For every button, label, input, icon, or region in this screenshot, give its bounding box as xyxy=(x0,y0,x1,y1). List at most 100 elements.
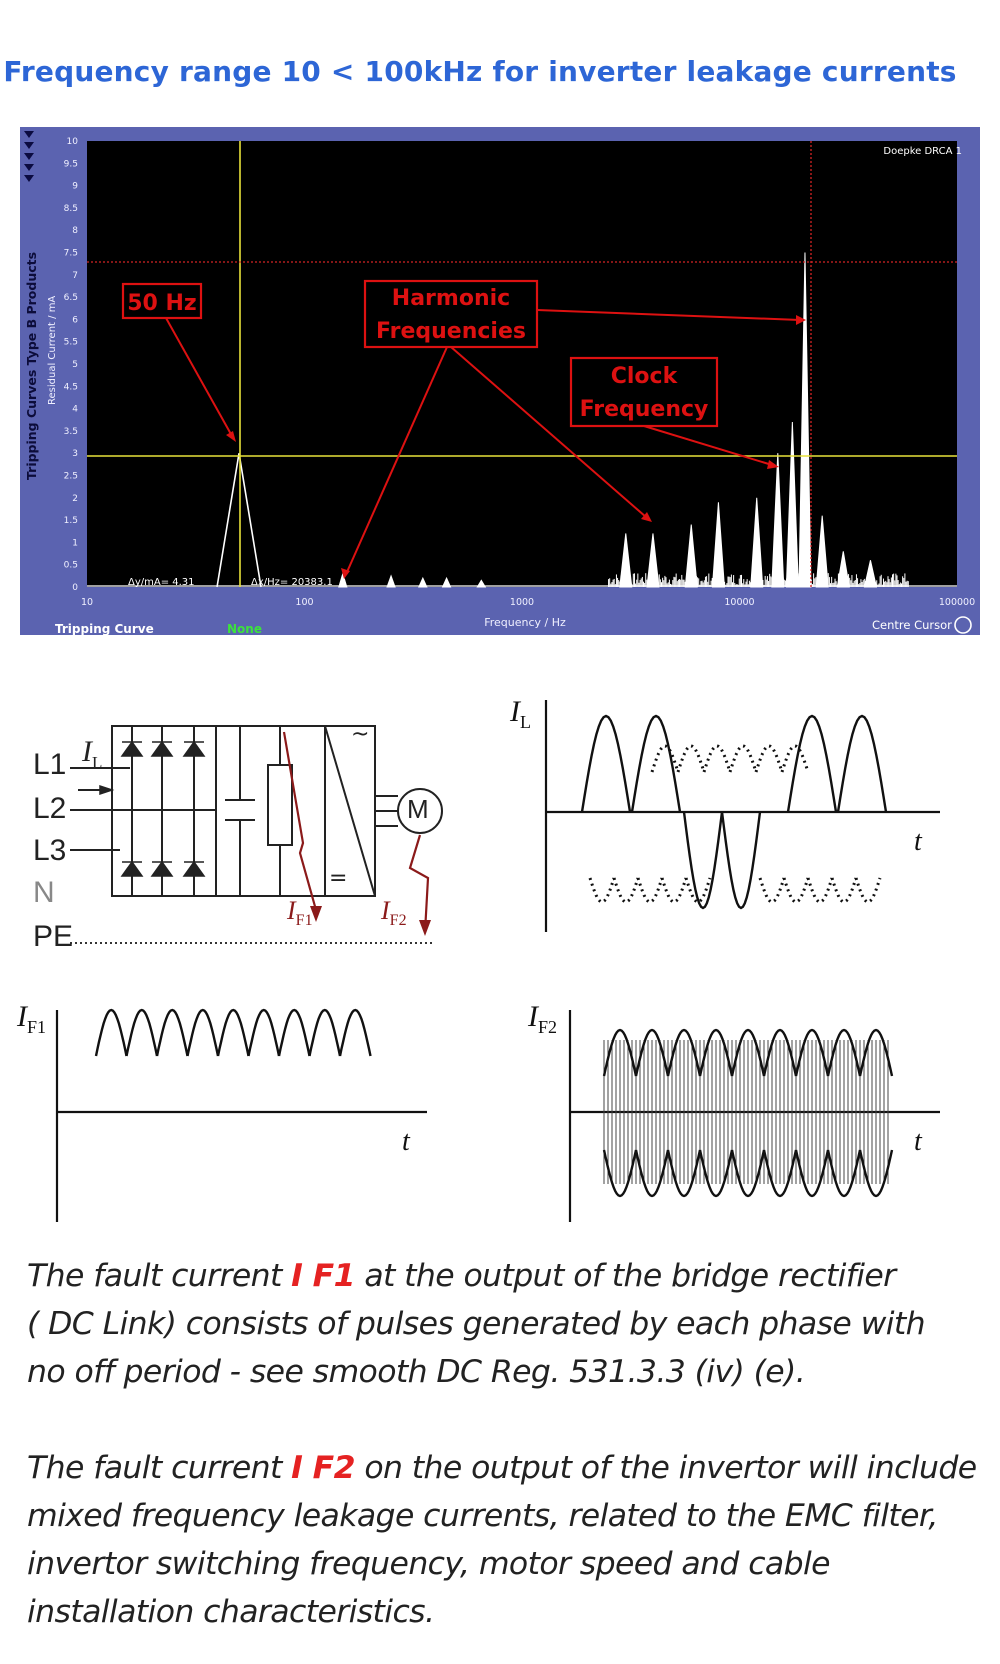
wave-segment xyxy=(636,877,664,904)
y-tick: 9.5 xyxy=(64,159,78,169)
wave-segment xyxy=(780,744,810,773)
y-tick: 7 xyxy=(72,271,78,281)
wave-segment xyxy=(580,714,632,813)
caption-if1: The fault current I F1 at the output of … xyxy=(27,1258,926,1390)
wave-segment xyxy=(754,744,784,773)
il-circuit-label: IL xyxy=(82,735,103,772)
wave-segment xyxy=(125,1008,159,1057)
wave-segment xyxy=(858,1149,894,1198)
if1-waveform xyxy=(94,1008,372,1057)
dc-symbol: = xyxy=(329,866,348,891)
earth-label: PE xyxy=(33,920,74,953)
y-tick: 2.5 xyxy=(64,472,78,482)
y-tick: 3.5 xyxy=(64,427,78,437)
y-tick: 8.5 xyxy=(64,204,78,214)
wave-segment xyxy=(826,1028,862,1077)
wave-segment xyxy=(650,744,680,773)
peak-50hz xyxy=(216,453,262,588)
tripping-curve-value[interactable]: None xyxy=(227,622,262,636)
wave-segment xyxy=(782,877,810,904)
if1-circuit-label: IF1 xyxy=(287,896,313,930)
spectrum-peak xyxy=(771,453,785,588)
wave-segment xyxy=(762,1028,798,1077)
y-tick: 4.5 xyxy=(64,382,78,392)
wave-segment xyxy=(216,1008,250,1057)
wave-segment xyxy=(720,811,762,910)
wave-segment xyxy=(308,1008,342,1057)
svg-text:50 Hz: 50 Hz xyxy=(127,291,197,316)
x-tick: 10 xyxy=(81,597,93,608)
if1-t-label: t xyxy=(402,1126,410,1157)
dy-readout: Δy/mA= 4.31 xyxy=(128,577,195,588)
spectrum-trace xyxy=(87,252,957,588)
wave-segment xyxy=(730,1028,766,1077)
x-tick: 1000 xyxy=(510,597,534,608)
svg-text:Harmonic: Harmonic xyxy=(392,286,510,311)
neutral-label: N xyxy=(33,876,55,909)
y-tick: 6.5 xyxy=(64,293,78,303)
wave-segment xyxy=(186,1008,220,1057)
y-tick: 2 xyxy=(72,494,78,504)
wave-segment xyxy=(858,1028,894,1077)
spectrum-peak xyxy=(798,252,812,588)
page-title: Frequency range 10 < 100kHz for inverter… xyxy=(3,55,957,88)
wave-segment xyxy=(762,1149,798,1198)
spectrum-peak xyxy=(386,574,396,588)
il-label: IL xyxy=(510,695,531,732)
svg-text:Clock: Clock xyxy=(611,364,679,389)
x-tick: 10000 xyxy=(724,597,754,608)
x-axis-label: Frequency / Hz xyxy=(484,616,566,629)
svg-text:Frequencies: Frequencies xyxy=(376,319,526,344)
callout-50hz: 50 Hz xyxy=(121,282,236,442)
y-tick: 6 xyxy=(72,315,78,325)
device-label: Doepke DRCA 1 xyxy=(883,146,962,157)
wave-segment xyxy=(247,1008,281,1057)
wave-segment xyxy=(602,1028,638,1077)
wave-segment xyxy=(588,877,616,904)
wave-segment xyxy=(666,1028,702,1077)
spectrum-peak xyxy=(441,576,452,588)
y-tick: 5.5 xyxy=(64,338,78,348)
x-tick: 100000 xyxy=(939,597,975,608)
il-t-label: t xyxy=(914,826,922,857)
callout-clock: Clock Frequency xyxy=(569,356,779,469)
scroll-arrows[interactable] xyxy=(24,131,34,182)
y-tick: 9 xyxy=(72,182,78,192)
y-tick: 8 xyxy=(72,226,78,236)
wave-segment xyxy=(830,877,858,904)
dx-readout: Δx/Hz= 20383.1 xyxy=(251,577,333,588)
wave-segment xyxy=(698,1028,734,1077)
if2-waveform xyxy=(602,1028,894,1198)
wave-segment xyxy=(277,1008,311,1057)
scope-chart: Tripping Curves Type B Products Residual… xyxy=(24,131,975,636)
wave-segment xyxy=(338,1008,372,1057)
y-tick: 10 xyxy=(67,137,79,147)
centre-cursor-toggle[interactable] xyxy=(954,616,972,634)
y-tick: 5 xyxy=(72,360,78,370)
wave-segment xyxy=(806,877,834,904)
wave-segment xyxy=(682,811,724,910)
wave-segment xyxy=(676,744,706,773)
wave-segment xyxy=(698,1149,734,1198)
y-tick: 1.5 xyxy=(64,516,78,526)
spectrum-peak xyxy=(418,576,428,588)
motor-label: M xyxy=(407,794,429,824)
wave-segment xyxy=(94,1008,128,1057)
wave-segment xyxy=(854,877,882,904)
phase-l2: L2 xyxy=(33,792,67,825)
wave-segment xyxy=(666,1149,702,1198)
y-tick: 3 xyxy=(72,449,78,459)
callout-harmonic: Harmonic Frequencies xyxy=(341,279,806,579)
side-label: Tripping Curves Type B Products xyxy=(24,252,39,480)
wave-segment xyxy=(660,877,688,904)
if2-t-label: t xyxy=(914,1126,922,1157)
y-tick-labels: 109.598.587.576.565.554.543.532.521.510.… xyxy=(64,137,79,593)
wave-segment xyxy=(702,744,732,773)
y-axis-label: Residual Current / mA xyxy=(47,296,58,405)
wave-segment xyxy=(758,877,786,904)
if2-label: IF2 xyxy=(528,1000,558,1037)
plot-area xyxy=(87,141,957,587)
wave-segment xyxy=(786,714,838,813)
wave-segment xyxy=(728,744,758,773)
